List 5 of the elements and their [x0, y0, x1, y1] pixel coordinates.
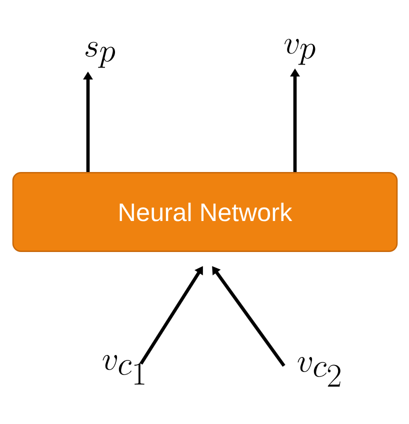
variable-label: $v_{c_2}$ — [298, 357, 340, 387]
variable-label: $s_p$ — [86, 42, 116, 68]
variable-label: $v_{c_1}$ — [102, 355, 144, 385]
process-box: Neural Network — [12, 172, 398, 252]
variable-label: $v_p$ — [284, 38, 316, 65]
